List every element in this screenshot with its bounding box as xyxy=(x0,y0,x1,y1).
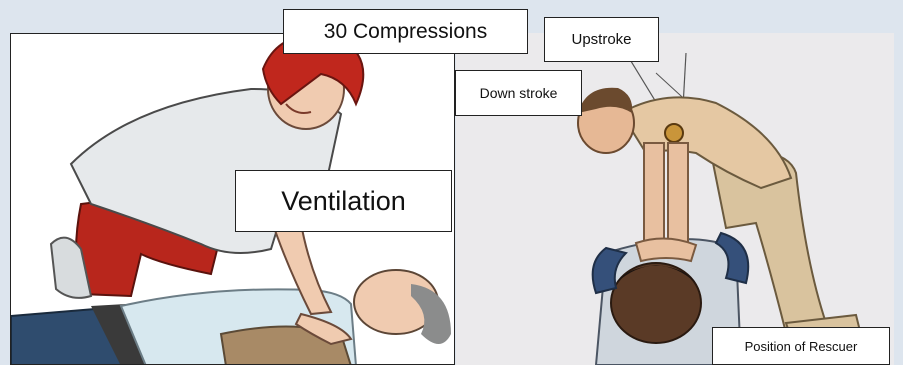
ventilation-label: Ventilation xyxy=(235,170,452,232)
compressions-label: 30 Compressions xyxy=(283,9,528,54)
downstroke-label: Down stroke xyxy=(455,70,582,116)
upstroke-label: Upstroke xyxy=(544,17,659,62)
position-of-rescuer-label: Position of Rescuer xyxy=(712,327,890,365)
